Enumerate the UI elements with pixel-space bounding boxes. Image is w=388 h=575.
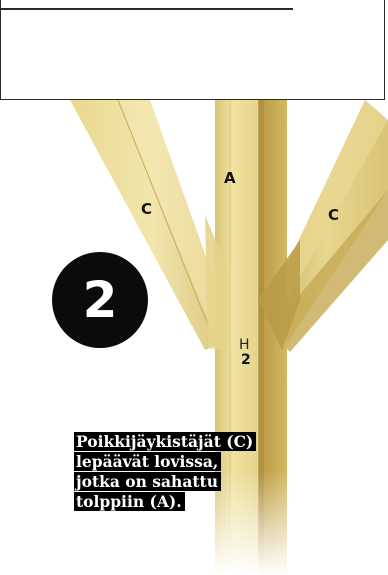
height-marker: H 2	[239, 338, 251, 368]
header-line	[1, 8, 293, 10]
caption-line: lepäävät lovissa,	[74, 452, 222, 471]
caption-line: tolppiin (A).	[74, 492, 185, 511]
caption: Poikkijäykistäjät (C) lepäävät lovissa, …	[74, 432, 284, 512]
height-marker-value: 2	[241, 352, 251, 368]
label-brace-right-c: C	[328, 206, 340, 224]
label-brace-left-c: C	[141, 200, 153, 218]
caption-line: Poikkijäykistäjät (C)	[74, 432, 257, 451]
height-marker-symbol: H	[239, 337, 250, 353]
label-post-a: A	[224, 169, 236, 187]
step-number-badge: 2	[52, 252, 148, 348]
caption-line: jotka on sahattu	[74, 472, 221, 491]
header-box	[0, 0, 385, 100]
left-brace	[70, 99, 235, 350]
step-number: 2	[82, 271, 118, 329]
